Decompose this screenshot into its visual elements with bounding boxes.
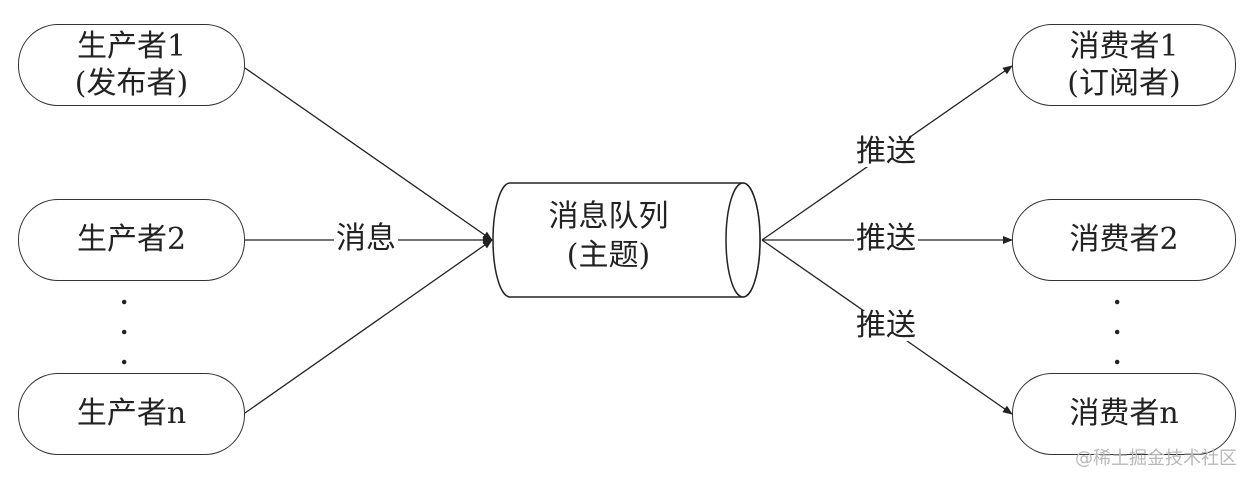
producer-ellipsis-dot: .: [120, 311, 129, 340]
consumer-n-name: 消费者n: [1069, 396, 1179, 432]
queue-cylinder-cap: [725, 182, 761, 298]
consumer-1-name: 消费者1: [1069, 28, 1179, 64]
producer-ellipsis-dot: .: [120, 281, 129, 310]
producer-2-name: 生产者2: [76, 222, 187, 258]
edge-label-push-n: 推送: [854, 308, 918, 343]
queue-role: (主题): [566, 238, 651, 273]
consumer-1-role: (订阅者): [1067, 66, 1181, 101]
watermark: @稀土掘金技术社区: [1075, 448, 1237, 469]
consumer-2-name: 消费者2: [1069, 222, 1179, 258]
edge-producern-queue: [244, 239, 493, 414]
queue-name: 消息队列: [548, 199, 669, 234]
queue-label: 消息队列 (主题): [506, 197, 711, 275]
producer-1-role: (发布者): [74, 66, 189, 101]
consumer-node-2: 消费者2: [1012, 199, 1236, 281]
edge-label-message: 消息: [334, 221, 398, 256]
consumer-ellipsis-dot: .: [1113, 281, 1122, 310]
producer-n-name: 生产者n: [76, 396, 187, 432]
consumer-node-n: 消费者n: [1012, 373, 1236, 455]
edge-label-push-1: 推送: [854, 134, 918, 169]
consumer-node-1: 消费者1 (订阅者): [1012, 24, 1236, 106]
producer-ellipsis-dot: .: [120, 341, 129, 370]
edge-producer1-queue: [244, 67, 493, 241]
producer-1-name: 生产者1: [76, 28, 187, 64]
producer-node-2: 生产者2: [18, 199, 245, 281]
producer-node-n: 生产者n: [18, 373, 245, 455]
consumer-ellipsis-dot: .: [1113, 341, 1122, 370]
edge-label-push-2: 推送: [854, 221, 918, 256]
producer-node-1: 生产者1 (发布者): [18, 24, 245, 106]
consumer-ellipsis-dot: .: [1113, 311, 1122, 340]
